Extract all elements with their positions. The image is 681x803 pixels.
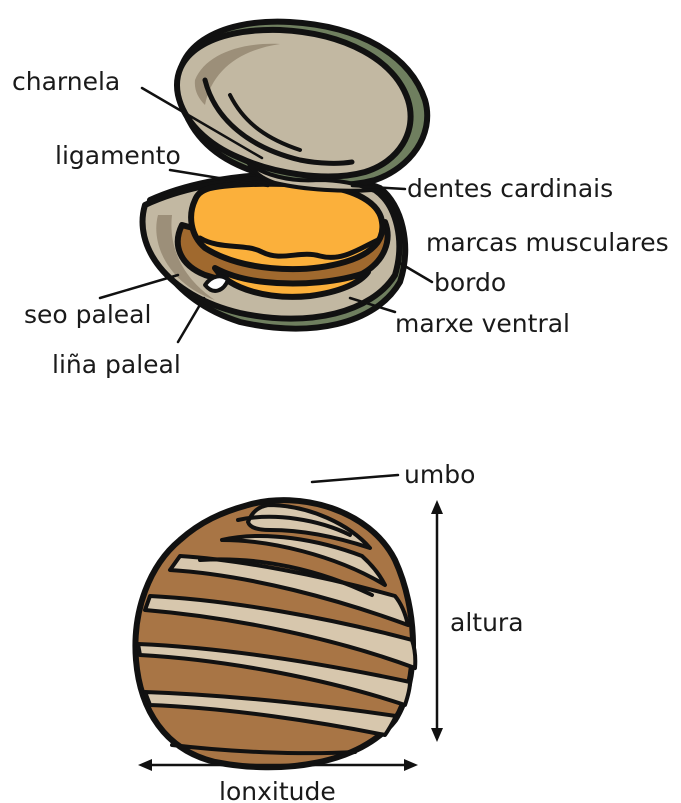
label-pallial-line: liña paleal <box>52 350 181 379</box>
label-length: lonxitude <box>219 777 336 803</box>
label-cardinal-teeth: dentes cardinais <box>407 174 613 203</box>
pallial-sinus-leader <box>100 275 178 298</box>
label-ventral-margin: marxe ventral <box>395 309 570 338</box>
pallial-line-leader <box>178 298 204 342</box>
umbo-leader <box>312 475 398 482</box>
label-muscle-scars: marcas musculares <box>426 228 669 257</box>
length-arrow-right <box>404 759 418 771</box>
label-ligament: ligamento <box>55 141 181 170</box>
open-clam-illustration <box>143 22 428 329</box>
label-hinge: charnela <box>12 67 120 96</box>
closed-clam-illustration <box>135 500 415 767</box>
label-edge: bordo <box>434 268 506 297</box>
label-umbo: umbo <box>404 460 475 489</box>
siphon-opening <box>205 276 228 291</box>
length-arrow-left <box>138 759 152 771</box>
label-pallial-sinus: seo paleal <box>24 300 151 329</box>
label-height: altura <box>450 608 524 637</box>
height-arrow-bottom <box>431 728 443 742</box>
height-arrow-top <box>431 500 443 514</box>
